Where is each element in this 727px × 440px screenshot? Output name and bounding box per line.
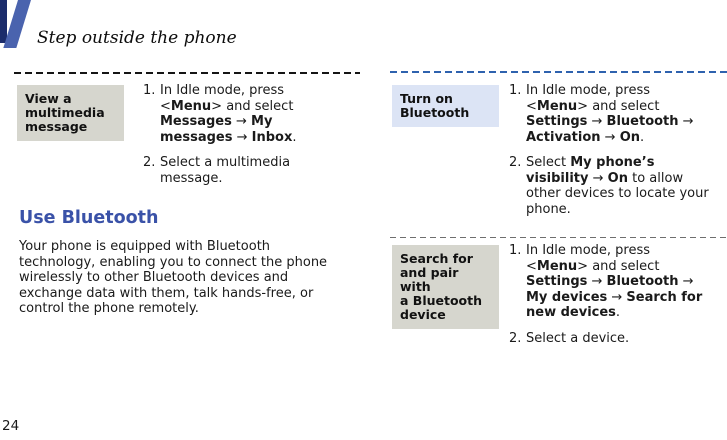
step-text: Select a device. [526, 331, 629, 347]
corner-navy-bar [0, 0, 7, 43]
step-text-line: <Menu> and select [526, 258, 660, 274]
section-body-use-bluetooth: Your phone is equipped with Bluetooth te… [19, 239, 328, 316]
step-text-line: In Idle mode, press [526, 83, 651, 98]
page-number: 24 [2, 418, 20, 434]
step-text-line: Select a device. [526, 330, 630, 346]
step-number: 1. [509, 83, 522, 98]
divider-right-middle [390, 237, 727, 238]
step-number: 1. [509, 243, 522, 258]
task-label-view-multimedia-message: View a multimedia message [17, 85, 124, 141]
step-text-line: message. [160, 170, 223, 186]
task-label-search-pair-bluetooth-device: Search for and pair with a Bluetooth dev… [392, 245, 499, 329]
step-text-line: <Menu> and select [160, 98, 294, 114]
step-text-line: new devices. [526, 305, 621, 320]
corner-blue-slash-icon [3, 0, 31, 48]
step-text-line: Select My phone’s [526, 155, 655, 170]
section-heading-use-bluetooth: Use Bluetooth [19, 208, 159, 228]
step-text-line: other devices to locate your [526, 186, 709, 201]
step-text-line: My devices → Search for [526, 289, 703, 305]
step-text-line: In Idle mode, press [160, 83, 285, 98]
step-text-line: <Menu> and select [526, 98, 660, 114]
step-number: 1. [143, 83, 156, 98]
step-text-line: Settings → Bluetooth → [526, 114, 694, 129]
step-text-line: Select a multimedia [160, 155, 291, 170]
step-number: 2. [509, 155, 522, 170]
step-text-line: visibility → On to allow [526, 170, 684, 186]
step-text-line: Messages → My [160, 114, 273, 129]
step-text-line: phone. [526, 201, 571, 217]
step-number: 2. [509, 330, 522, 346]
instruction-step: 2.Select a device. [509, 331, 702, 347]
divider-left [14, 72, 360, 74]
divider-right-top [390, 71, 727, 73]
step-text-line: messages → Inbox. [160, 129, 297, 145]
chapter-title: Step outside the phone [37, 28, 237, 48]
step-text-line: Settings → Bluetooth → [526, 274, 694, 289]
task-label-turn-on-bluetooth: Turn on Bluetooth [392, 85, 499, 127]
step-text-line: Activation → On. [526, 129, 645, 145]
step-number: 2. [143, 155, 156, 170]
step-text-line: In Idle mode, press [526, 243, 651, 258]
